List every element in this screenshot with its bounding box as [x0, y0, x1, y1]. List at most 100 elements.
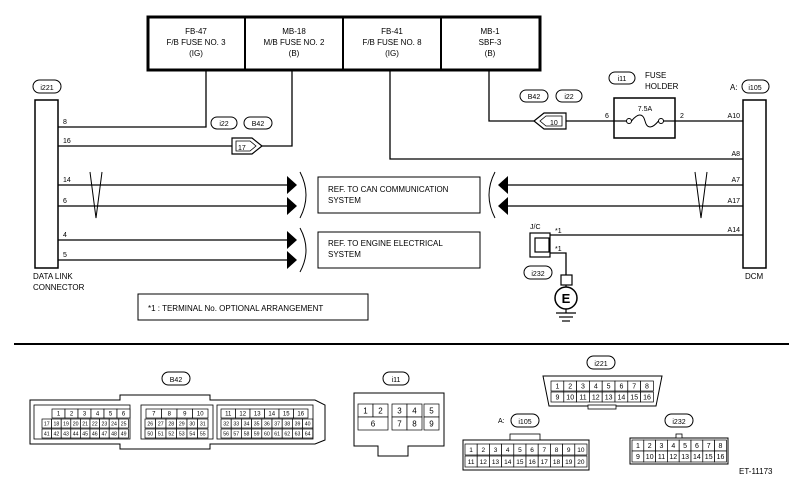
pin-cell: 10	[574, 443, 588, 456]
pin-cell: 7	[627, 380, 641, 392]
dcm-id: i105	[748, 85, 761, 92]
pin-number: 54	[189, 431, 195, 437]
pin-number: 64	[305, 431, 311, 437]
pin-number: 58	[244, 431, 250, 437]
fuse-block: FB-47 F/B FUSE NO. 3 (IG) MB-18 M/B FUSE…	[146, 15, 542, 72]
svg-text:4: 4	[63, 232, 67, 239]
pin-cell: 42	[51, 428, 62, 439]
pin-number: 21	[82, 421, 88, 427]
pin-number: 11	[225, 412, 232, 418]
pin-number: 10	[566, 395, 574, 402]
pin-cell: 14	[501, 455, 515, 468]
pin-number: 9	[567, 447, 571, 454]
svg-text:16: 16	[63, 138, 71, 145]
pin-cell: 9	[550, 391, 565, 403]
pin-cell: 39	[292, 418, 303, 429]
pin-number: 10	[197, 412, 204, 418]
pin-number: 40	[305, 421, 311, 427]
svg-text:SYSTEM: SYSTEM	[328, 250, 361, 259]
svg-text:M/B FUSE NO. 2: M/B FUSE NO. 2	[264, 38, 325, 47]
pin-cell: 10	[643, 450, 656, 463]
pin-number: 4	[412, 406, 417, 415]
joint-connector: J/C *1 *1 i232	[523, 224, 562, 280]
pin-cell: 1	[550, 380, 565, 392]
pin-number: 8	[645, 384, 649, 391]
pin-number: 56	[223, 431, 229, 437]
pin-cell: 2	[372, 403, 389, 418]
pin-cell: 23	[99, 418, 110, 429]
pin-number: 46	[92, 431, 98, 437]
pin-cell: 16	[293, 408, 309, 419]
pin-number: 47	[102, 431, 108, 437]
pin-cell: 9	[631, 450, 645, 463]
svg-text:10: 10	[550, 120, 558, 127]
pin-number: 27	[158, 421, 164, 427]
pin-cell: 6	[690, 439, 704, 452]
pin-number: 19	[565, 459, 573, 466]
pin-cell: 64	[302, 428, 314, 439]
pin-cell: 26	[144, 418, 156, 429]
pin-number: 4	[671, 443, 675, 450]
pin-number: 3	[494, 447, 498, 454]
svg-text:i11: i11	[392, 377, 401, 384]
svg-text:MB-18: MB-18	[282, 27, 306, 36]
pin-number: 7	[632, 384, 636, 391]
svg-text:*1: *1	[555, 246, 562, 253]
fuse-holder: i11 FUSE HOLDER 7.5A 6 2	[605, 71, 684, 139]
fuse-mb1: MB-1 SBF-3 (B)	[479, 27, 502, 58]
svg-text:(B): (B)	[485, 49, 496, 58]
pin-cell: 9	[176, 408, 193, 419]
pin-number: 11	[468, 459, 475, 466]
pin-number: 24	[111, 421, 117, 427]
pin-cell: 61	[271, 428, 283, 439]
pin-number: 49	[121, 431, 127, 437]
pin-cell: 5	[678, 439, 692, 452]
pin-cell: 40	[302, 418, 314, 429]
pin-cell: 57	[230, 428, 242, 439]
pin-cell: 18	[550, 455, 563, 468]
pin-number: 32	[223, 421, 229, 427]
pin-cell: 11	[576, 391, 590, 403]
pin-cell: 3	[489, 443, 502, 456]
pin-cell: 10	[192, 408, 209, 419]
pin-cell: 49	[118, 428, 129, 439]
pin-cell: 48	[108, 428, 120, 439]
pin-cell: 12	[667, 450, 680, 463]
dcm: A: i105 DCM	[730, 79, 770, 281]
pin-number: 18	[54, 421, 60, 427]
pin-cell: 44	[70, 428, 81, 439]
pin-number: 6	[371, 419, 376, 428]
pin-cell: 4	[589, 380, 603, 392]
svg-text:SBF-3: SBF-3	[479, 38, 502, 47]
pin-cell: 6	[525, 443, 539, 456]
svg-text:*1: *1	[555, 228, 562, 235]
pin-number: 6	[695, 443, 699, 450]
pin-number: 15	[516, 459, 524, 466]
svg-text:B42: B42	[170, 377, 183, 384]
pin-cell: 16	[640, 391, 654, 403]
pin-number: 10	[577, 447, 585, 454]
pin-number: 12	[669, 454, 677, 461]
pin-number: 17	[541, 459, 549, 466]
pin-number: 53	[179, 431, 185, 437]
pin-cell: 41	[41, 428, 52, 439]
note-box: *1 : TERMINAL No. OPTIONAL ARRANGEMENT	[137, 293, 369, 321]
pin-cell: 3	[77, 408, 92, 419]
pin-number: 51	[158, 431, 164, 437]
pin-cell: 16	[525, 455, 539, 468]
pin-cell: 17	[41, 418, 52, 429]
pin-number: 28	[168, 421, 174, 427]
connector-17: i22 B42 17	[210, 116, 273, 155]
pin-cell: 8	[640, 380, 654, 392]
svg-text:*1 : TERMINAL No. OPTIONAL ARR: *1 : TERMINAL No. OPTIONAL ARRANGEMENT	[148, 304, 323, 313]
pin-cell: 13	[601, 391, 616, 403]
svg-text:6: 6	[605, 113, 609, 120]
pin-number: 37	[274, 421, 280, 427]
pin-number: 29	[179, 421, 185, 427]
pin-number: 16	[717, 454, 725, 461]
pin-cell: 58	[241, 428, 252, 439]
pin-number: 6	[530, 447, 534, 454]
svg-text:FB-47: FB-47	[185, 27, 207, 36]
pin-number: 52	[168, 431, 174, 437]
